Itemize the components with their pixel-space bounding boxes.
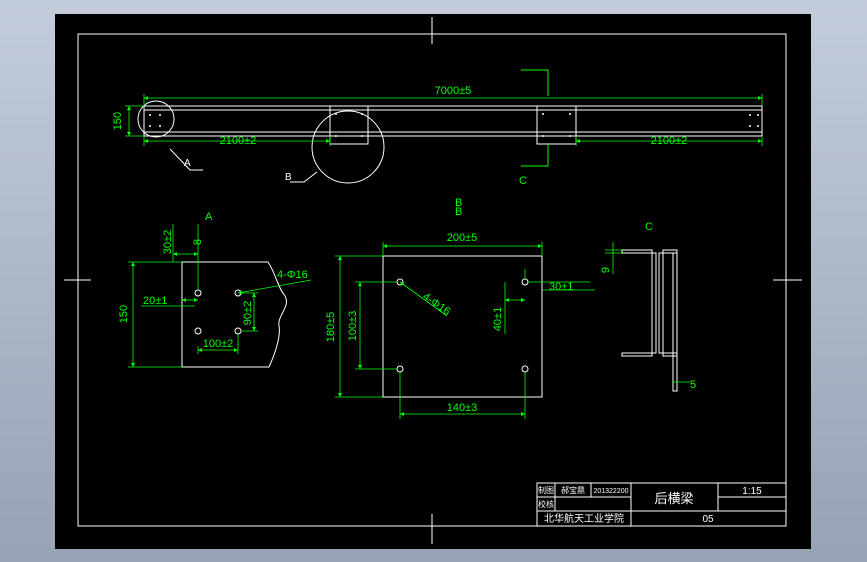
drawn-label: 制图 [538, 485, 554, 495]
drawing-frame [64, 17, 802, 544]
view-b-dim-40: 40±1 [492, 307, 504, 331]
view-b-dim-200: 200±5 [447, 232, 478, 244]
drawing-canvas: 7000±5 2100±2 2100±2 150 C B A B [64, 17, 802, 544]
label-c-beam: C [519, 175, 527, 187]
sheet-number: 05 [702, 514, 714, 525]
view-c-title: C [645, 221, 653, 233]
view-a-dim-100: 100±2 [203, 338, 234, 350]
school-name: 北华航天工业学院 [544, 512, 624, 525]
drawing-sheet: 7000±5 2100±2 2100±2 150 C B A B [55, 14, 811, 549]
callout-b-label: B [285, 172, 292, 183]
callout-a-label: A [184, 158, 191, 169]
view-a-dim-30: 30±2 [162, 230, 174, 254]
view-a-dim-8: 8 [192, 239, 204, 245]
main-beam-view: 7000±5 2100±2 2100±2 150 C B A B [112, 69, 763, 209]
view-b-dim-140: 140±3 [447, 402, 478, 414]
view-a-dim-90: 90±2 [242, 301, 254, 325]
view-a-hole-spec: 4-Φ16 [277, 269, 308, 281]
view-b-dim-180: 180±5 [325, 312, 337, 343]
left-span-dim: 2100±2 [220, 135, 257, 147]
view-c-dim-9: 9 [600, 267, 612, 273]
label-b-beam: B [455, 197, 462, 209]
detail-view-a: A 30±2 8 4-Φ16 20±1 150 90±2 100±2 [118, 211, 312, 368]
view-c-dim-5: 5 [690, 379, 696, 391]
view-a-dim-20: 20±1 [143, 295, 167, 307]
view-a-title: A [205, 211, 213, 223]
part-name: 后横梁 [654, 491, 693, 506]
title-block: 制图 郝宝鼎 201322200 校核 后横梁 1:15 北华航天工业学院 05 [536, 482, 787, 527]
drawing-scale: 1:15 [742, 486, 762, 497]
section-view-c: C 9 5 [600, 221, 696, 392]
view-b-dim-100: 100±3 [347, 311, 359, 342]
drawn-number: 201322200 [593, 488, 628, 495]
height-dim: 150 [112, 112, 124, 130]
view-a-dim-150: 150 [118, 305, 130, 323]
detail-view-b: B 200±5 4-Φ16 30±1 180±5 100±3 40±1 140±… [325, 206, 595, 419]
view-b-dim-30: 30±1 [549, 281, 573, 293]
view-b-title: B [455, 206, 462, 218]
drawn-name: 郝宝鼎 [561, 485, 585, 495]
overall-length-dim: 7000±5 [435, 85, 472, 97]
right-span-dim: 2100±2 [651, 135, 688, 147]
view-b-hole-spec: 4-Φ16 [420, 291, 452, 318]
checked-label: 校核 [538, 499, 554, 509]
